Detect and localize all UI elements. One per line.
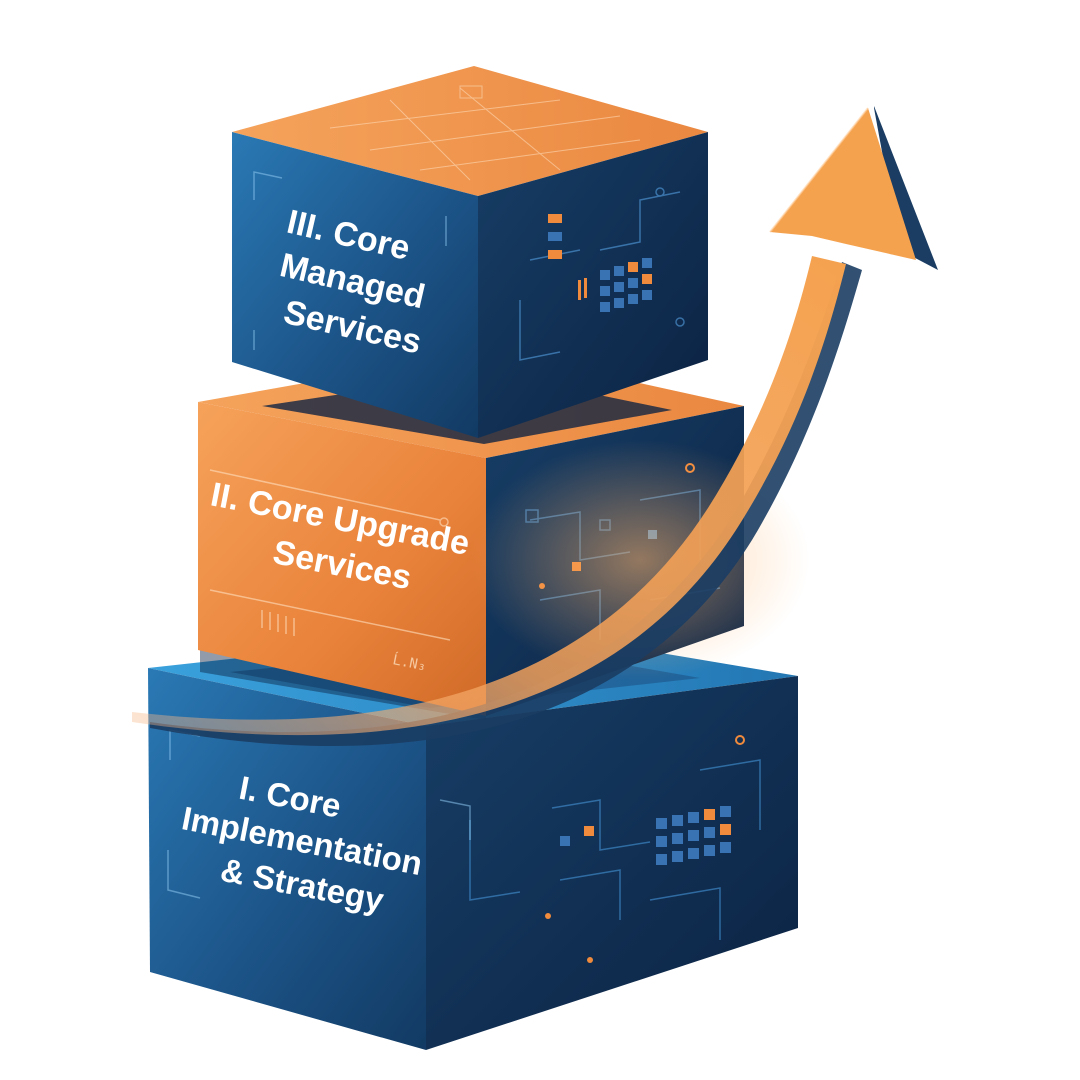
block-tier-3-front bbox=[232, 132, 478, 438]
block-tier-3-side-grid bbox=[548, 214, 652, 312]
block-tier-2-shadow bbox=[200, 650, 486, 720]
growth-arrow-highlight bbox=[769, 107, 869, 233]
block-tier-3-top-grid bbox=[329, 85, 641, 181]
block-tier-3-frame-corners bbox=[253, 171, 447, 350]
block-tier-3-side bbox=[478, 132, 708, 438]
growth-arrow bbox=[132, 106, 938, 747]
block-tier-1: I. Core Implementation & Strategy bbox=[148, 628, 798, 1050]
block-tier-2-front-lines bbox=[209, 469, 451, 641]
block-tier-1-circuit bbox=[469, 759, 761, 940]
growth-arrow-head bbox=[770, 108, 916, 260]
growth-arrow-head-shadow bbox=[874, 106, 938, 270]
block-tier-3-top bbox=[232, 66, 708, 196]
block-tier-1-side bbox=[426, 676, 798, 1050]
block-tier-1-grid bbox=[545, 735, 745, 963]
block-tier-3: III. Core Managed Services bbox=[232, 66, 708, 438]
block-tier-1-front bbox=[148, 668, 426, 1050]
block-tier-2-front bbox=[198, 402, 486, 716]
